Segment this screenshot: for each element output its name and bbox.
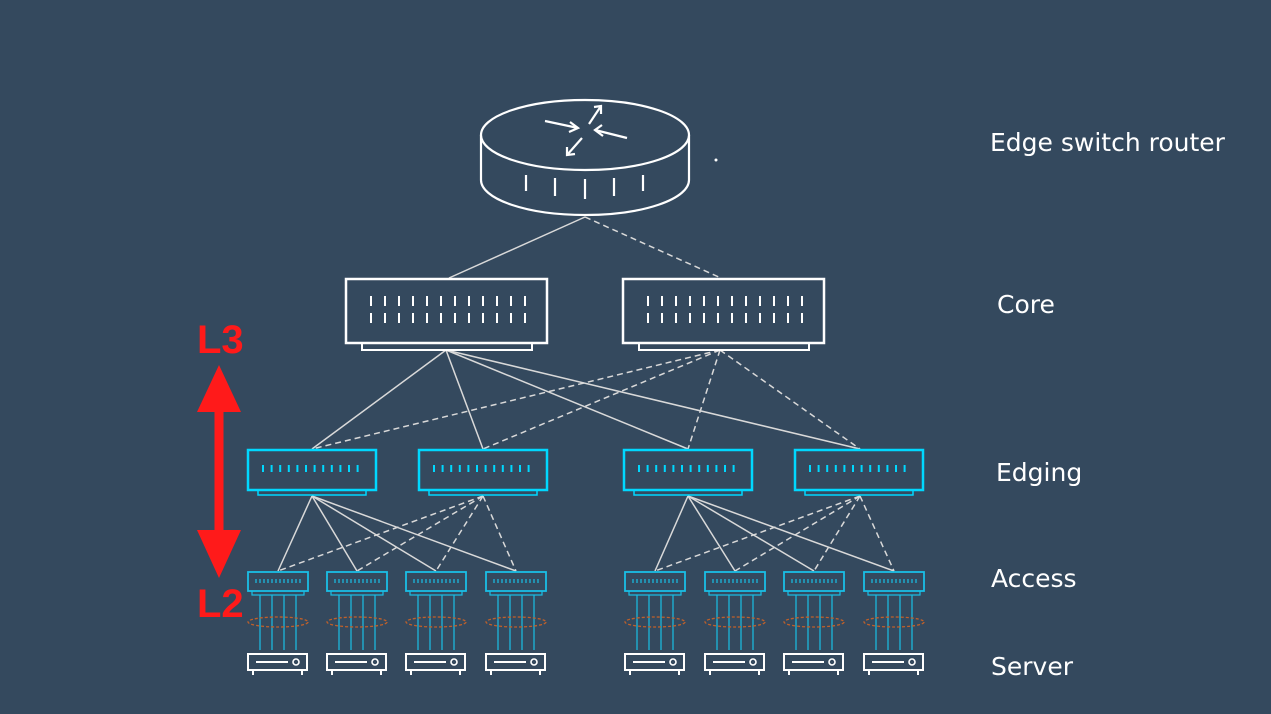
router-icon xyxy=(479,98,718,217)
link-edging-access xyxy=(311,495,517,572)
link-edging-access xyxy=(687,495,815,572)
access-switch-icon xyxy=(783,571,845,596)
access-switch-icon xyxy=(405,571,467,596)
server-icon xyxy=(485,653,546,675)
access-switch-icon xyxy=(863,571,925,596)
link-core-edging xyxy=(311,349,721,450)
server-icon xyxy=(704,653,765,675)
edging-switch-icon xyxy=(622,448,754,496)
edging-switch-icon xyxy=(417,448,549,496)
server-icon xyxy=(405,653,466,675)
double-arrow-icon xyxy=(197,365,241,578)
access-switch-icon xyxy=(624,571,686,596)
link-edging-access xyxy=(687,495,895,572)
server-cables xyxy=(247,591,925,650)
link-edging-access xyxy=(482,495,517,572)
link-edging-access xyxy=(687,495,736,572)
cable-bundle xyxy=(863,591,925,650)
server-icon xyxy=(624,653,685,675)
tier-label-access: Access xyxy=(991,564,1077,593)
cable-bundle xyxy=(326,591,388,650)
access-switch-icon xyxy=(485,571,547,596)
tier-label-core: Core xyxy=(997,290,1055,319)
access-switch-icon xyxy=(247,571,309,596)
link-edging-access xyxy=(734,495,861,572)
link-router-core xyxy=(584,216,722,279)
link-core-edging xyxy=(482,349,721,450)
link-core-edging xyxy=(445,349,689,450)
link-core-edging xyxy=(719,349,861,450)
layer-label-l3: L3 xyxy=(197,318,244,362)
link-edging-access xyxy=(277,495,313,572)
network-links xyxy=(277,216,895,572)
link-edging-access xyxy=(311,495,358,572)
link-edging-access xyxy=(654,495,861,572)
cable-bundle xyxy=(624,591,686,650)
link-core-edging xyxy=(445,349,861,450)
link-router-core xyxy=(448,216,586,279)
cable-bundle xyxy=(783,591,845,650)
link-edging-access xyxy=(654,495,689,572)
link-core-edging xyxy=(687,349,721,450)
tier-label-edge-router: Edge switch router xyxy=(990,128,1225,157)
link-edging-access xyxy=(311,495,437,572)
core-switch-icon xyxy=(621,277,826,351)
tier-label-server: Server xyxy=(991,652,1073,681)
tier-label-edging: Edging xyxy=(996,458,1083,487)
server-icon xyxy=(247,653,308,675)
server-icon xyxy=(863,653,924,675)
access-switch-icon xyxy=(704,571,766,596)
cable-bundle xyxy=(485,591,547,650)
edging-switch-icon xyxy=(246,448,378,496)
link-edging-access xyxy=(859,495,895,572)
access-switch-icon xyxy=(326,571,388,596)
edging-switch-icon xyxy=(793,448,925,496)
link-core-edging xyxy=(445,349,484,450)
cable-bundle xyxy=(405,591,467,650)
server-icon xyxy=(783,653,844,675)
link-core-edging xyxy=(311,349,447,450)
link-edging-access xyxy=(277,495,484,572)
cable-bundle xyxy=(247,591,309,650)
core-switch-icon xyxy=(344,277,549,351)
link-edging-access xyxy=(356,495,484,572)
link-edging-access xyxy=(813,495,861,572)
layer-label-l2: L2 xyxy=(197,582,244,626)
link-edging-access xyxy=(435,495,484,572)
server-icon xyxy=(326,653,387,675)
cable-bundle xyxy=(704,591,766,650)
